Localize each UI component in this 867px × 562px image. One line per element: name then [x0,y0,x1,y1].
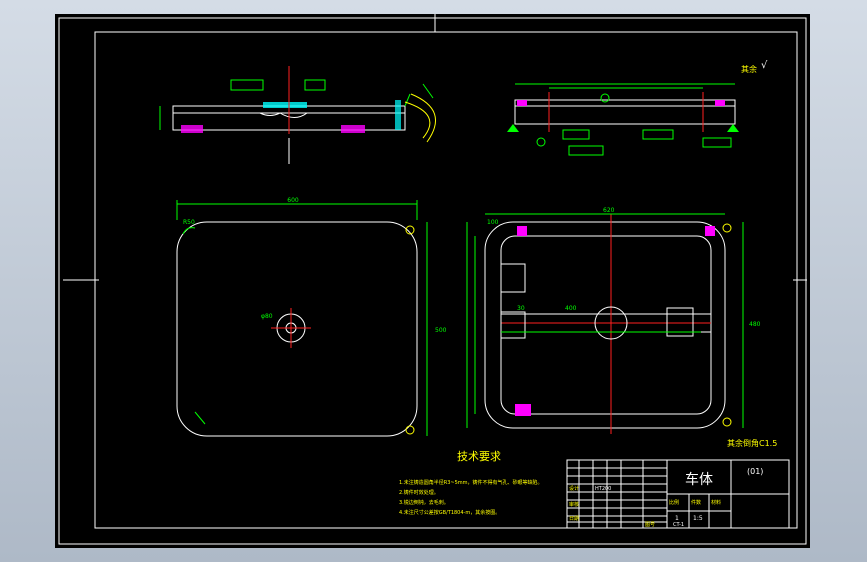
side-view [507,83,739,156]
frame-view [466,213,744,434]
dim-frame-width: 100 [487,219,499,226]
dim-right-height: 480 [749,321,761,328]
roughness-symbol: √ [761,60,768,71]
qty-label: 件数 [691,499,701,506]
scale-label: 比例 [669,499,679,506]
material-value: HT200 [595,486,611,492]
part-name: 车体 [685,471,713,488]
date-label: 日期 [569,516,579,522]
dim-right-width: 620 [603,207,615,214]
tech-req-heading: 技术要求 [457,450,501,463]
plan-note: 其余倒角C1.5 [727,438,777,448]
title-block [566,459,790,529]
checker-label: 审核 [569,501,579,508]
engineering-drawing: 其余 √ 600 500 φ80 R50 [58,14,807,545]
drawing-code: (01) [747,467,763,476]
tech-req-item-1: 1.未注铸造圆角半径R3~5mm，铸件不得有气孔、砂眼等缺陷。 [399,479,543,486]
dim-radius: R50 [183,219,195,226]
scale-value: 1:5 [693,515,703,522]
sheet-label: 图号 [645,522,655,528]
dim-top-width: 600 [287,197,299,204]
dim-plate-thk: 30 [517,305,525,312]
front-view [159,66,436,164]
sheet-value: CT-1 [673,522,684,528]
outer-border [58,17,807,545]
tech-req-item-2: 2.铸件时效处理。 [399,489,439,496]
material-label: 材料 [711,499,721,506]
roughness-note: 其余 [741,64,757,74]
plan-view [176,200,428,437]
dim-side-height: 500 [435,327,447,334]
dim-hole-dia: φ80 [261,313,273,320]
dim-inner-width: 400 [565,305,577,312]
qty-value: 1 [675,515,679,522]
designer-label: 设计 [569,485,579,492]
tech-req-item-3: 3.锐边倒钝，去毛刺。 [399,499,449,506]
tech-req-item-4: 4.未注尺寸公差按GB/T1804-m，其余按图。 [399,509,500,516]
cad-viewport[interactable]: 其余 √ 600 500 φ80 R50 [55,14,810,548]
